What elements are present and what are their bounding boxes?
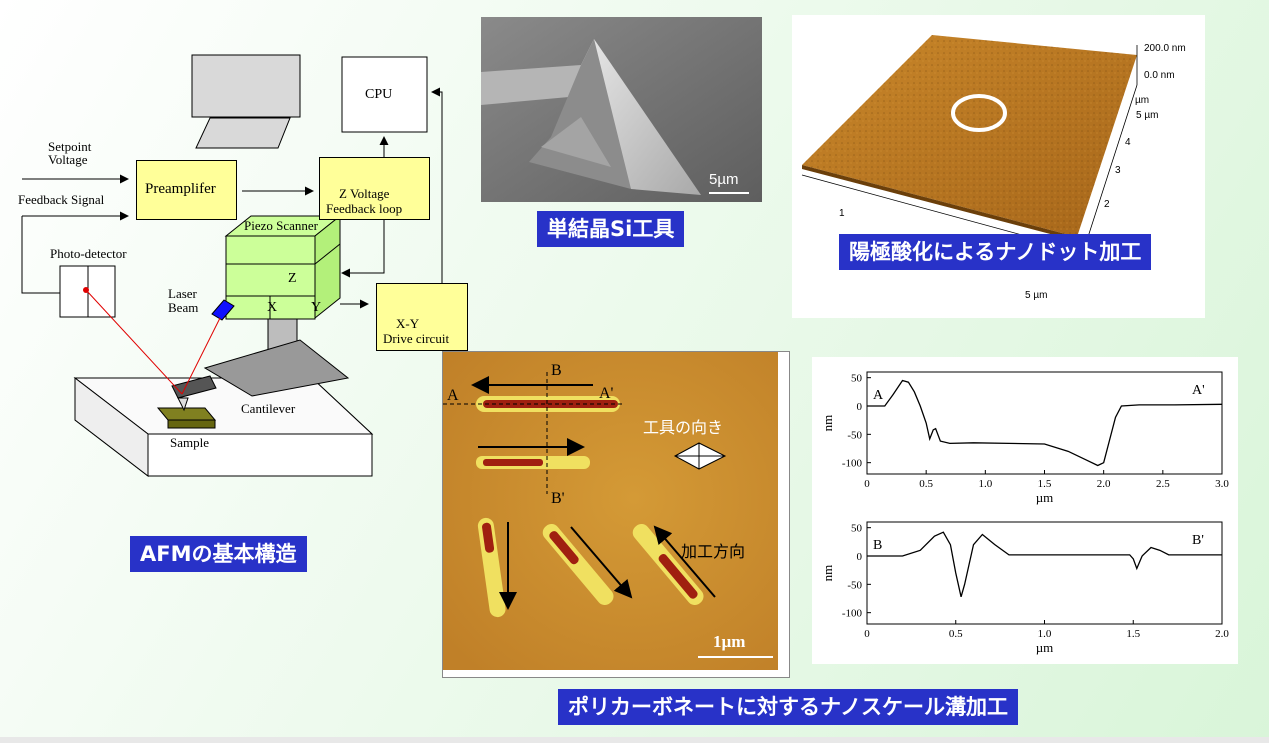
y-tick-label: 0 (857, 401, 863, 413)
x-tick-1: 1 (839, 208, 845, 219)
sem-image: 5µm (481, 17, 762, 202)
afm-structure-diagram: Setpoint Voltage Feedback Signal Photo-d… (0, 0, 480, 520)
y-tick-label: -100 (842, 458, 863, 470)
y-tick-3: 3 (1115, 165, 1121, 176)
sample-label: Sample (170, 435, 209, 450)
machining-direction-label: 加工方向 (681, 542, 746, 561)
plot-frame (866, 371, 1223, 475)
plot-frame (866, 521, 1223, 625)
afm-3d-image: 200.0 nm 0.0 nm µm 5 µm 4 3 2 1 5 µm (792, 15, 1205, 318)
y-tick-label: -50 (847, 579, 862, 591)
feedback-signal-label: Feedback Signal (18, 192, 105, 207)
y-tick-label: -50 (847, 429, 862, 441)
y-tick-2: 2 (1104, 199, 1110, 210)
b-prime-label: B' (551, 490, 565, 507)
y-axis-label: nm (820, 415, 835, 432)
a-label: A (447, 387, 459, 404)
polycarbonate-caption: ポリカーボネートに対するナノスケール溝加工 (558, 689, 1018, 725)
profile-chart-a: 0 0.5 1.0 1.5 2.0 2.5 3.0 50 0 -50 -100 µm nm A A' (820, 371, 1229, 505)
bottom-strip (0, 737, 1269, 743)
monitor-icon (191, 54, 301, 149)
groove-scale-label: 1µm (713, 632, 746, 651)
z-feedback-label: Z Voltage Feedback loop (326, 186, 403, 216)
piezo-z-label: Z (288, 271, 297, 286)
y-tick-label: 50 (851, 373, 863, 385)
x-tick-label: 1.5 (1126, 628, 1140, 640)
y-tick-5: 5 µm (1136, 110, 1159, 121)
x-tick-label: 0 (864, 478, 870, 490)
photo-detector-label: Photo-detector (50, 246, 127, 261)
a-prime-label: A' (599, 385, 614, 402)
preamplifier-label: Preamplifer (145, 181, 216, 197)
z-feedback-box: Z Voltage Feedback loop (319, 157, 430, 220)
x-tick-label: 1.0 (978, 478, 992, 490)
piezo-x-label: X (267, 300, 278, 315)
profile-line (867, 531, 1222, 597)
x-tick-label: 2.5 (1156, 478, 1170, 490)
cantilever-label: Cantilever (241, 401, 296, 416)
profile-chart-b: 0 0.5 1.0 1.5 2.0 50 0 -50 -100 µm nm B B' (820, 521, 1229, 655)
laser-beam-label: Laser Beam (168, 286, 199, 315)
afm-diagram-graphics (21, 54, 443, 478)
groove-graphic (443, 352, 789, 677)
y-axis-label: nm (820, 565, 835, 582)
x-tick-label: 1.5 (1038, 478, 1052, 490)
z-top-label: 200.0 nm (1144, 43, 1186, 54)
x-tick-label: 2.0 (1097, 478, 1111, 490)
x-tick-label: 0.5 (919, 478, 933, 490)
xy-drive-label: X-Y Drive circuit (383, 316, 450, 346)
sem-scale-label: 5µm (709, 171, 739, 188)
piezo-scanner-label: Piezo Scanner (244, 218, 319, 233)
y-tick-4: 4 (1125, 137, 1131, 148)
afm-structure-caption: AFMの基本構造 (130, 536, 307, 572)
profile-end-label: A' (1192, 383, 1205, 398)
anodic-oxidation-caption: 陽極酸化によるナノドット加工 (839, 234, 1152, 270)
piezo-y-label: Y (311, 300, 322, 315)
x-axis-label: µm (1036, 490, 1054, 505)
profile-line (867, 379, 1223, 467)
x-tick-label: 0 (864, 628, 870, 640)
profile-charts: 0 0.5 1.0 1.5 2.0 2.5 3.0 50 0 -50 -100 µm nm A A' 0 0.… (812, 357, 1238, 664)
cpu-label: CPU (365, 87, 393, 102)
x-tick-label: 1.0 (1038, 628, 1052, 640)
x-tick-label: 0.5 (949, 628, 963, 640)
preamplifier-box: Preamplifer (136, 160, 237, 220)
z-zero-label: 0.0 nm (1144, 70, 1175, 81)
x-tick-label: 3.0 (1215, 478, 1229, 490)
profile-end-label: B' (1192, 533, 1204, 548)
xy-drive-box: X-Y Drive circuit (376, 283, 468, 351)
groove-afm-image: A A' B B' 工具の向き 加工方向 1µm (442, 351, 790, 678)
y-tick-label: 50 (851, 523, 863, 535)
x-tick-label: 2.0 (1215, 628, 1229, 640)
si-tool-caption: 単結晶Si工具 (537, 211, 685, 247)
tool-direction-label: 工具の向き (643, 418, 724, 437)
profile-start-label: A (873, 388, 884, 403)
si-tool-graphic (481, 17, 762, 202)
nanodot-surface-graphic (801, 35, 1138, 251)
z-unit-label: µm (1135, 95, 1150, 106)
x-axis-label: µm (1036, 640, 1054, 655)
y-tick-label: 0 (857, 551, 863, 563)
sem-scale-bar (709, 192, 749, 194)
y-tick-label: -100 (842, 608, 863, 620)
b-label: B (551, 362, 562, 379)
x-tick-5: 5 µm (1025, 290, 1048, 301)
setpoint-voltage-label: Setpoint Voltage (48, 139, 92, 167)
profile-start-label: B (873, 538, 882, 553)
